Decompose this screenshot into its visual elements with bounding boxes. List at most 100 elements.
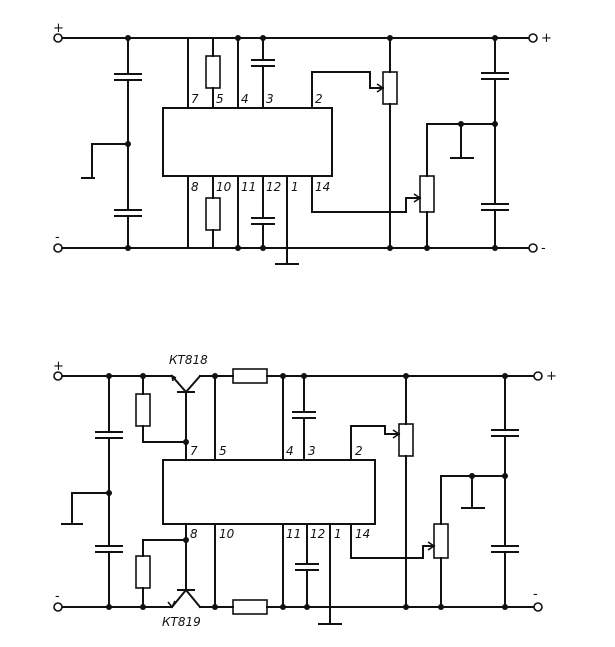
bottom-kt819-label: КТ819 <box>162 615 201 629</box>
bottom-pin-label: 11 <box>286 527 301 541</box>
top-pin-label: 3 <box>266 92 274 106</box>
top-circuit: + + - - <box>53 21 552 265</box>
bottom-pot2-wiper-arrow <box>427 541 436 551</box>
top-pin-label: 1 <box>291 180 299 194</box>
top-pin-label: 8 <box>191 180 199 194</box>
top-pin2-wire <box>311 71 384 109</box>
bottom-terminal-minus-left <box>53 602 63 612</box>
bottom-circuit: + + - - КТ818 КТ819 <box>53 353 557 629</box>
bottom-junction <box>280 604 286 610</box>
bottom-left-ground-tap <box>61 492 110 525</box>
bottom-left-cap-upper <box>95 431 123 439</box>
bottom-right-ground-tap <box>461 475 485 509</box>
top-right-cap-lower <box>481 203 509 211</box>
bottom-pot2-wire <box>440 475 506 608</box>
bottom-pin-label: 5 <box>219 444 227 458</box>
top-junction <box>492 35 498 41</box>
top-left-cap-lower <box>114 209 142 217</box>
top-minus-right-label: - <box>541 241 546 256</box>
bottom-pin14-wire <box>350 523 435 559</box>
bottom-minus-right-label: - <box>533 587 538 602</box>
bottom-junction <box>403 604 409 610</box>
bottom-minus-left-label: - <box>55 589 60 604</box>
top-junction <box>235 245 241 251</box>
bottom-left-cap-lower <box>95 545 123 553</box>
bottom-plus-left-label: + <box>53 359 64 374</box>
top-pin-label: 10 <box>216 180 232 194</box>
bottom-kt818-emitter-arrow <box>170 374 177 382</box>
top-pin-label: 5 <box>216 92 224 106</box>
bottom-bottom-series-resistor <box>232 599 268 615</box>
bottom-kt818-bias-resistor <box>135 393 151 427</box>
top-plus-left-label: + <box>53 21 64 36</box>
bottom-terminal-plus-right <box>533 371 543 381</box>
top-right-cap-upper <box>481 72 509 80</box>
bottom-terminal-plus-left <box>53 371 63 381</box>
top-junction <box>125 245 131 251</box>
bottom-kt819-emitter-arrow <box>167 600 176 609</box>
top-pin-label: 14 <box>315 180 330 194</box>
top-junction <box>260 35 266 41</box>
bottom-kt819-transistor <box>170 539 202 609</box>
top-junction <box>260 245 266 251</box>
bottom-pin12-capacitor <box>295 563 319 571</box>
top-pin12-capacitor <box>251 217 275 225</box>
top-junction <box>387 35 393 41</box>
bottom-pin-label: 7 <box>190 444 198 458</box>
bottom-junction <box>403 373 409 379</box>
top-junction <box>458 121 464 127</box>
bottom-pin1-ground <box>318 523 342 625</box>
bottom-junction <box>304 604 310 610</box>
bottom-junction <box>469 473 475 479</box>
bottom-plus-right-label: + <box>546 369 557 384</box>
bottom-junction <box>140 604 146 610</box>
bottom-kt818-label: КТ818 <box>169 353 208 367</box>
bottom-pin-label: 14 <box>355 527 370 541</box>
top-left-cap-upper <box>114 73 142 81</box>
top-junction <box>424 245 430 251</box>
top-minus-left-label: - <box>55 230 60 245</box>
bottom-junction <box>280 373 286 379</box>
top-pin-label: 12 <box>266 180 281 194</box>
top-pin-label: 2 <box>315 92 323 106</box>
bottom-right-cap-upper <box>491 429 519 437</box>
bottom-kt819-bias-resistor <box>135 555 151 589</box>
top-pin3-capacitor <box>251 59 275 67</box>
bottom-junction <box>502 473 508 479</box>
bottom-junction <box>502 604 508 610</box>
bottom-junction <box>212 604 218 610</box>
top-pot2-wiper-arrow <box>413 193 422 203</box>
bottom-right-cap-lower <box>491 545 519 553</box>
bottom-pin-label: 2 <box>355 444 363 458</box>
bottom-junction <box>438 604 444 610</box>
top-junction <box>235 35 241 41</box>
top-pot2-resistor <box>419 175 435 213</box>
bottom-pot2-resistor <box>433 523 449 559</box>
top-terminal-plus-right <box>528 33 538 43</box>
bottom-pin-label: 3 <box>308 444 316 458</box>
top-pin5-resistor <box>205 55 221 89</box>
top-pot1-wiper-arrow <box>376 83 385 93</box>
bottom-pin-label: 8 <box>190 527 198 541</box>
bottom-pin-label: 10 <box>219 527 235 541</box>
top-junction <box>387 245 393 251</box>
top-junction <box>492 245 498 251</box>
bottom-terminal-minus-right <box>533 602 543 612</box>
top-junction <box>492 121 498 127</box>
bottom-kt818-transistor <box>170 374 202 461</box>
bottom-pin-label: 12 <box>310 527 325 541</box>
top-pin-label: 11 <box>241 180 256 194</box>
top-terminal-minus-left <box>53 243 63 253</box>
top-terminal-minus-right <box>528 243 538 253</box>
bottom-junction <box>502 373 508 379</box>
top-ic-body <box>162 107 333 177</box>
bottom-junction <box>212 373 218 379</box>
top-pin-label: 7 <box>191 92 199 106</box>
top-junction <box>125 141 131 147</box>
bottom-pin2-wire <box>350 425 400 461</box>
bottom-pin3-capacitor <box>292 411 316 419</box>
top-pin10-resistor <box>205 197 221 231</box>
bottom-pin-label: 4 <box>286 444 294 458</box>
bottom-junction <box>301 373 307 379</box>
